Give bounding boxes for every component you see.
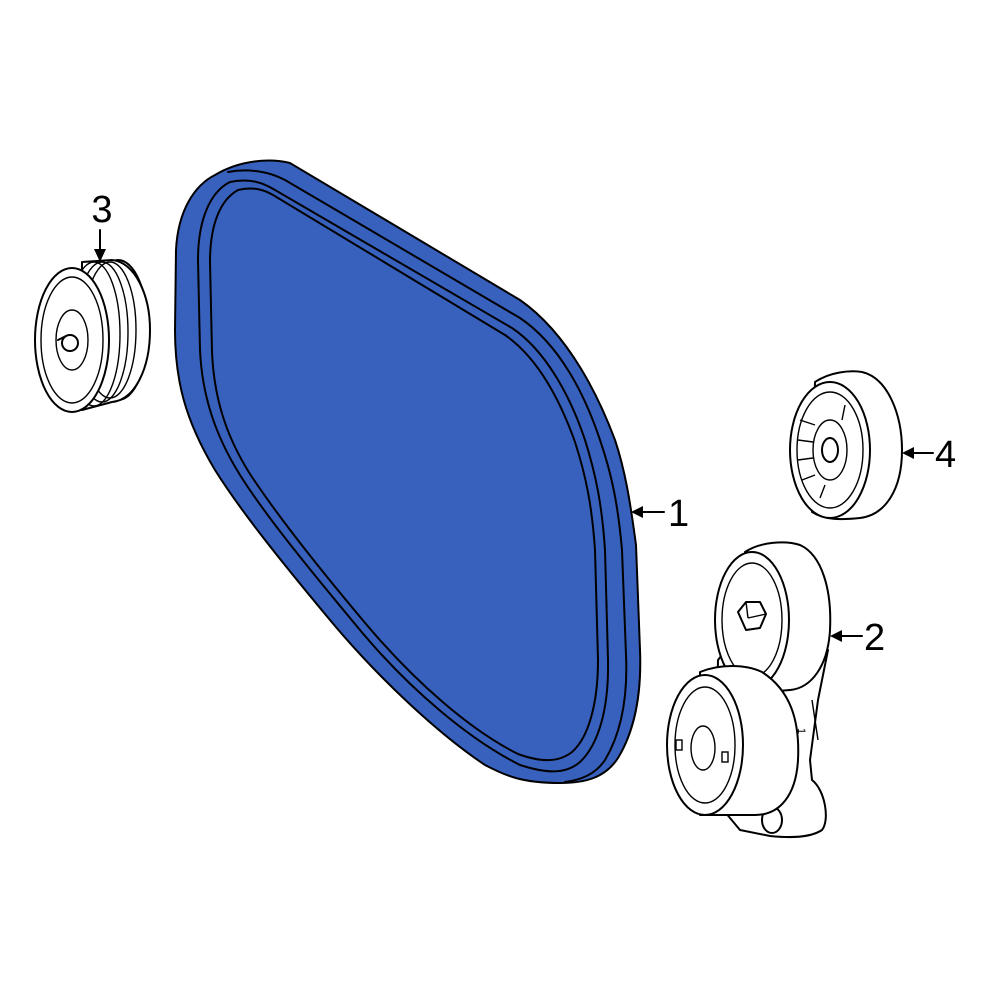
pulley4-ribs bbox=[797, 404, 846, 499]
callout-3-number: 3 bbox=[91, 189, 112, 231]
pulley4-bore bbox=[821, 437, 839, 463]
tensioner-mark-2: 1 bbox=[795, 728, 807, 734]
belt-inner-rib-outer bbox=[197, 179, 610, 773]
callout-2: 2 bbox=[830, 617, 885, 659]
pulley3-face-ring bbox=[40, 276, 104, 404]
callout-3: 3 bbox=[91, 189, 113, 262]
callout-1: 1 bbox=[631, 493, 689, 535]
belt-edge-line bbox=[227, 169, 628, 783]
tensioner-bolt-edge bbox=[745, 601, 749, 619]
pulley3-shaft bbox=[61, 334, 79, 352]
pulley4-face-ring bbox=[796, 391, 864, 509]
pulley3-hub bbox=[55, 309, 89, 371]
tensioner-lower-pulley-ring bbox=[674, 686, 736, 804]
tensioner-lower-hub bbox=[690, 725, 716, 771]
callout-1-number: 1 bbox=[668, 493, 689, 535]
callout-4-arrowhead bbox=[902, 447, 914, 459]
pulley4-hub-ring bbox=[812, 419, 848, 481]
callout-4: 4 bbox=[902, 434, 956, 476]
callout-4-number: 4 bbox=[935, 434, 956, 476]
callout-2-number: 2 bbox=[864, 617, 885, 659]
tensioner-lower-tab-right bbox=[721, 751, 729, 763]
tensioner-lower-tab-left bbox=[675, 739, 683, 751]
idler-pulley-3[interactable] bbox=[34, 259, 151, 413]
tensioner-bolt-edge-2 bbox=[747, 613, 767, 619]
callout-2-arrowhead bbox=[830, 630, 842, 642]
belt-inner-rib-inner bbox=[209, 187, 599, 762]
serpentine-belt[interactable] bbox=[173, 159, 642, 785]
callout-1-arrowhead bbox=[631, 506, 643, 518]
callout-3-arrowhead bbox=[94, 249, 106, 262]
belt-tensioner-2[interactable]: 1 1 bbox=[666, 541, 832, 839]
idler-pulley-4[interactable] bbox=[789, 370, 903, 521]
tensioner-arm-edge bbox=[811, 699, 819, 741]
pulley3-shaft-line bbox=[57, 335, 67, 341]
tensioner-lower-pulley-face bbox=[666, 674, 744, 816]
belt-outer bbox=[173, 159, 642, 785]
